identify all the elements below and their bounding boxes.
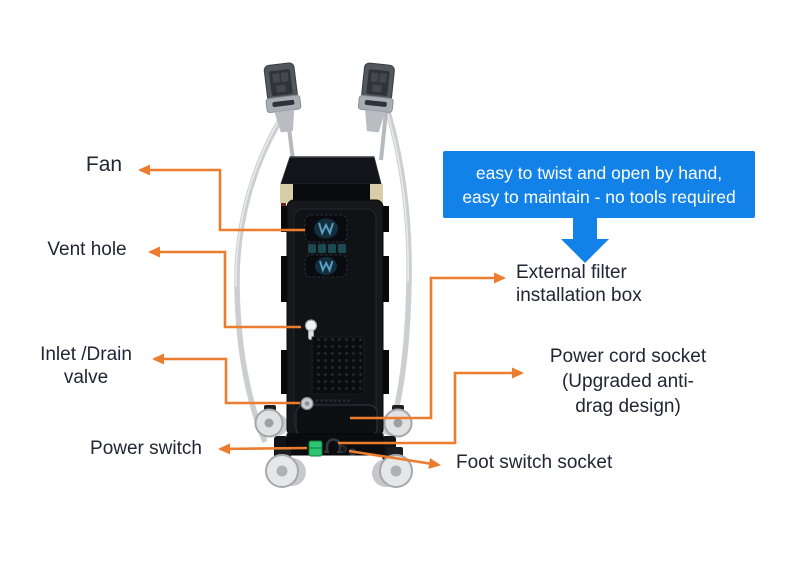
handpiece-right bbox=[357, 62, 395, 133]
inlet-drain-valve-label-line1: Inlet /Drain bbox=[40, 344, 132, 365]
power-cord-socket-label-line2: (Upgraded anti- bbox=[561, 371, 695, 392]
caster-front-left bbox=[265, 447, 306, 488]
fan-vent-band bbox=[308, 244, 346, 253]
fan-connector-line bbox=[138, 164, 305, 232]
power-switch-label: Power switch bbox=[90, 438, 202, 459]
foot-switch-socket-label: Foot switch socket bbox=[456, 452, 613, 473]
external-filter-box-label: External filter installation box bbox=[516, 261, 642, 307]
fan-label: Fan bbox=[85, 153, 123, 176]
vent-hole-valve bbox=[304, 319, 318, 340]
external-filter-box-label-line2: installation box bbox=[516, 285, 642, 306]
callout-line-1: easy to twist and open by hand, bbox=[475, 162, 723, 183]
vent-hole-label: Vent hole bbox=[47, 239, 127, 260]
power-cord-connector-line bbox=[338, 367, 524, 445]
power-cord-socket-label-line3: drag design) bbox=[575, 396, 681, 417]
handpiece-left bbox=[263, 62, 302, 133]
callout-down-arrow bbox=[561, 218, 609, 263]
power-switch-connector-line bbox=[218, 443, 308, 455]
caster-rear-left bbox=[254, 405, 288, 438]
fan-grille-bottom bbox=[304, 254, 348, 278]
foot-switch-connector-line bbox=[348, 449, 441, 469]
top-shelf bbox=[280, 156, 383, 212]
external-filter-box-label-line1: External filter bbox=[516, 262, 627, 283]
handpiece-cable-right bbox=[385, 111, 412, 431]
vent-perforation-grid bbox=[311, 336, 365, 395]
handpiece-pole-right bbox=[379, 111, 388, 161]
handpiece-cable-left bbox=[234, 110, 288, 444]
callout-box: easy to twist and open by hand, easy to … bbox=[443, 151, 755, 218]
callout-line-2: easy to maintain - no tools required bbox=[462, 186, 736, 207]
power-cord-socket-label-line1: Power cord socket bbox=[549, 346, 707, 367]
inlet-drain-connector-line bbox=[152, 353, 300, 405]
external-filter-connector-line bbox=[350, 272, 506, 420]
fan-grille-top bbox=[304, 214, 348, 243]
caster-rear-right bbox=[380, 405, 413, 438]
power-cord-socket-label: Power cord socket (Upgraded anti- drag d… bbox=[528, 344, 728, 419]
inlet-drain-valve bbox=[300, 396, 314, 411]
inlet-drain-valve-label: Inlet /Drain valve bbox=[25, 343, 147, 389]
vent-hole-connector-line bbox=[148, 246, 301, 329]
power-switch bbox=[308, 440, 323, 457]
inlet-drain-valve-label-line2: valve bbox=[63, 367, 109, 388]
vent-hole-row bbox=[315, 399, 350, 402]
